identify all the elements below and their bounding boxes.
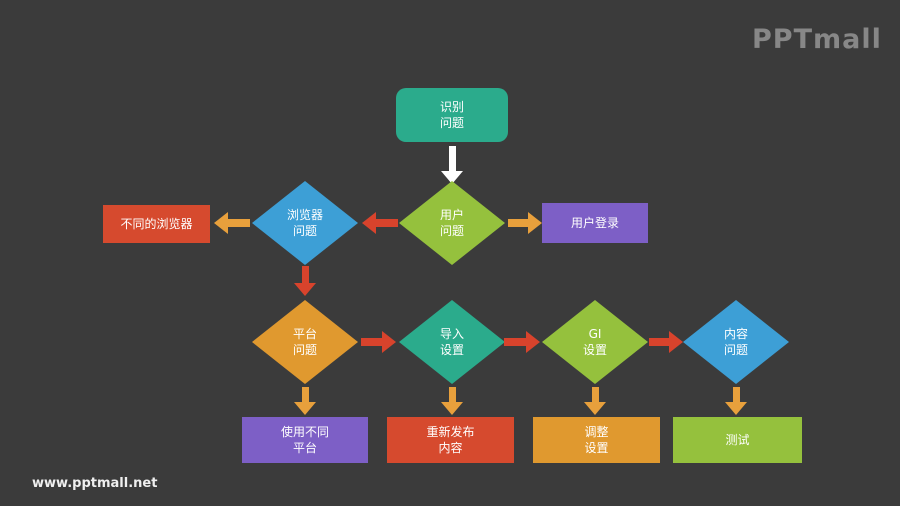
arrow-platform-problem-to-import-settings xyxy=(361,331,396,353)
arrow-head xyxy=(294,283,316,296)
node-start: 识别 问题 xyxy=(396,88,508,142)
arrow-head xyxy=(584,402,606,415)
arrow-stem xyxy=(508,219,528,227)
node-platform-problem: 平台 问题 xyxy=(252,300,358,384)
node-content-problem: 内容 问题 xyxy=(683,300,789,384)
node-gi-settings: GI 设置 xyxy=(542,300,648,384)
arrow-head xyxy=(382,331,396,353)
arrow-head xyxy=(214,212,228,234)
arrow-head xyxy=(441,402,463,415)
arrow-stem xyxy=(228,219,250,227)
arrow-platform-problem-to-use-different-platform xyxy=(294,387,316,415)
arrow-stem xyxy=(376,219,398,227)
arrow-head xyxy=(294,402,316,415)
arrow-stem xyxy=(361,338,382,346)
arrow-stem xyxy=(301,266,309,283)
arrow-browser-problem-to-different-browsers xyxy=(214,212,250,234)
node-user-problem: 用户 问题 xyxy=(399,181,505,265)
arrow-head xyxy=(362,212,376,234)
arrow-head xyxy=(669,331,683,353)
arrow-stem xyxy=(504,338,526,346)
node-republish-content: 重新发布 内容 xyxy=(387,417,514,463)
node-adjust-settings: 调整 设置 xyxy=(533,417,660,463)
arrow-gi-settings-to-adjust-settings xyxy=(584,387,606,415)
pptmall-logo: PPTmall xyxy=(752,24,882,55)
node-different-browsers: 不同的浏览器 xyxy=(103,205,210,243)
arrow-gi-settings-to-content-problem xyxy=(649,331,683,353)
arrow-user-problem-to-user-login xyxy=(508,212,542,234)
arrow-start-to-user-problem xyxy=(441,146,463,184)
arrow-head xyxy=(441,171,463,184)
arrow-import-settings-to-gi-settings xyxy=(504,331,540,353)
node-import-settings: 导入 设置 xyxy=(399,300,505,384)
node-browser-problem: 浏览器 问题 xyxy=(252,181,358,265)
arrow-head xyxy=(528,212,542,234)
arrow-stem xyxy=(649,338,669,346)
arrow-stem xyxy=(448,387,456,402)
node-user-login: 用户登录 xyxy=(542,203,648,243)
arrow-content-problem-to-test xyxy=(725,387,747,415)
arrow-stem xyxy=(732,387,740,402)
arrow-import-settings-to-republish-content xyxy=(441,387,463,415)
arrow-stem xyxy=(301,387,309,402)
node-use-different-platform: 使用不同 平台 xyxy=(242,417,368,463)
node-test: 测试 xyxy=(673,417,802,463)
watermark-url: www.pptmall.net xyxy=(32,476,158,491)
arrow-browser-problem-to-platform-problem xyxy=(294,266,316,296)
arrow-user-problem-to-browser-problem xyxy=(362,212,398,234)
arrow-stem xyxy=(591,387,599,402)
arrow-head xyxy=(725,402,747,415)
arrow-head xyxy=(526,331,540,353)
arrow-stem xyxy=(448,146,456,171)
